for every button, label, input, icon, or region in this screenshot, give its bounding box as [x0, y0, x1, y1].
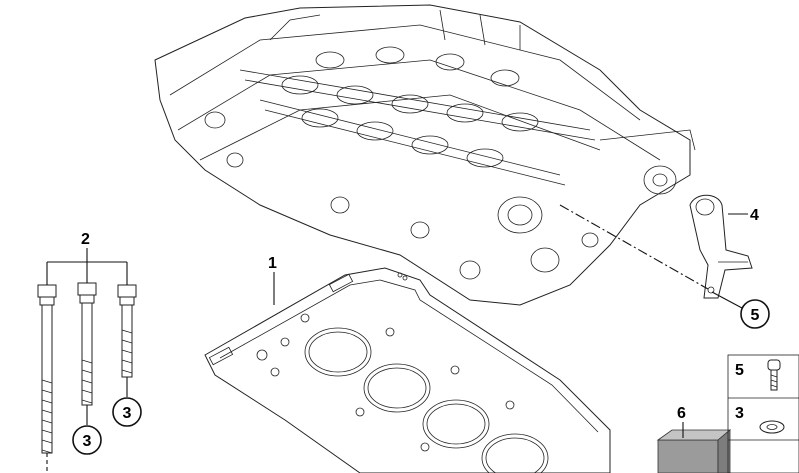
callout-1: 1 — [268, 255, 277, 272]
legend-row1-number: 5 — [735, 362, 744, 379]
screw-icon — [767, 359, 781, 391]
gasket-kit-box-drawing — [656, 429, 732, 473]
head-gasket-drawing — [204, 267, 611, 473]
cylinder-head-drawing — [154, 4, 696, 306]
callout-3-circle-b: 3 — [112, 397, 142, 427]
callout-3a: 3 — [83, 433, 92, 450]
callout-3-circle-a: 3 — [72, 425, 102, 455]
callout-5-circle: 5 — [740, 299, 770, 329]
callout-3b: 3 — [123, 405, 132, 422]
legend-box: 5 3 — [727, 354, 799, 473]
washer-icon — [759, 420, 785, 434]
callout-2: 2 — [81, 231, 90, 248]
bracket-drawing — [689, 194, 753, 299]
callout-5: 5 — [751, 307, 760, 324]
callout-6: 6 — [677, 405, 686, 422]
callout-4: 4 — [750, 207, 759, 224]
callouts: 1 2 3 3 4 5 6 — [72, 207, 770, 455]
legend-row2-number: 3 — [735, 405, 744, 422]
leader-lines — [46, 204, 748, 473]
